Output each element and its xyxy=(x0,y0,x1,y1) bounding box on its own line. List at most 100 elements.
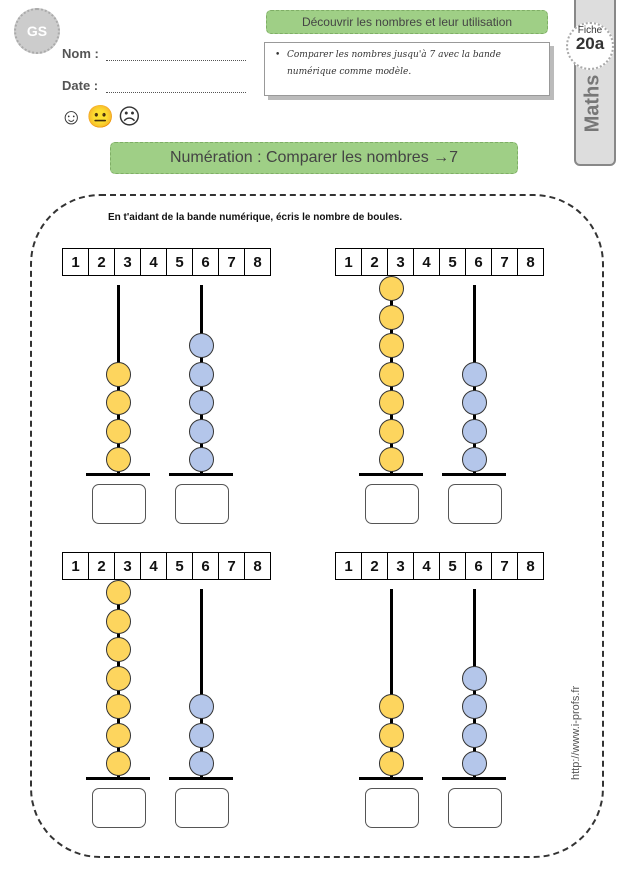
blue-bead xyxy=(189,447,214,472)
yellow-bead xyxy=(106,580,131,605)
blue-bead xyxy=(189,694,214,719)
yellow-bead xyxy=(379,304,404,330)
strip-cell: 7 xyxy=(492,249,518,275)
domain-banner: Découvrir les nombres et leur utilisatio… xyxy=(266,10,548,34)
strip-cell: 6 xyxy=(193,553,219,579)
date-label: Date : xyxy=(62,78,99,93)
strip-cell: 7 xyxy=(219,249,245,275)
blue-bead xyxy=(189,390,214,415)
blue-bead xyxy=(462,751,487,776)
blue-bead xyxy=(462,694,487,719)
subject-label: Maths xyxy=(581,74,604,133)
yellow-bead xyxy=(379,361,404,387)
strip-cell: 2 xyxy=(89,249,115,275)
strip-cell: 6 xyxy=(466,553,492,579)
blue-bead xyxy=(189,751,214,776)
objective-text: Comparer les nombres jusqu'à 7 avec la b… xyxy=(287,50,501,77)
fiche-number: 20a xyxy=(575,34,605,53)
name-field[interactable] xyxy=(106,48,246,61)
strip-cell: 1 xyxy=(336,553,362,579)
name-label: Nom : xyxy=(62,46,99,61)
answer-box[interactable] xyxy=(448,788,502,828)
abacus-base xyxy=(86,473,150,476)
strip-cell: 2 xyxy=(362,249,388,275)
strip-cell: 6 xyxy=(466,249,492,275)
abacus-rod xyxy=(390,589,393,777)
answer-box[interactable] xyxy=(175,788,229,828)
abacus-base xyxy=(359,473,423,476)
strip-cell: 1 xyxy=(63,249,89,275)
answer-box[interactable] xyxy=(175,484,229,524)
strip-cell: 5 xyxy=(440,553,466,579)
strip-cell: 4 xyxy=(141,249,167,275)
answer-box[interactable] xyxy=(448,484,502,524)
date-field[interactable] xyxy=(106,80,246,93)
answer-box[interactable] xyxy=(365,484,419,524)
strip-cell: 3 xyxy=(115,249,141,275)
yellow-bead xyxy=(106,608,131,634)
strip-cell: 1 xyxy=(63,553,89,579)
blue-bead xyxy=(189,722,214,748)
strip-cell: 8 xyxy=(526,253,535,271)
yellow-bead xyxy=(379,751,404,776)
blue-bead xyxy=(462,447,487,472)
abacus-base xyxy=(442,777,506,780)
yellow-bead xyxy=(379,694,404,719)
yellow-bead xyxy=(379,276,404,301)
yellow-bead xyxy=(379,722,404,748)
strip-cell: 8 xyxy=(253,557,262,575)
abacus-base xyxy=(169,777,233,780)
exercise-frame xyxy=(30,194,604,858)
yellow-bead xyxy=(106,722,131,748)
blue-bead xyxy=(462,361,487,387)
abacus-base xyxy=(86,777,150,780)
strip-cell: 7 xyxy=(219,553,245,579)
strip-cell: 5 xyxy=(440,249,466,275)
strip-cell: 4 xyxy=(414,553,440,579)
strip-cell: 4 xyxy=(414,249,440,275)
strip-cell: 2 xyxy=(89,553,115,579)
abacus-base xyxy=(359,777,423,780)
blue-bead xyxy=(462,418,487,444)
blue-bead xyxy=(462,390,487,415)
blue-bead xyxy=(189,333,214,358)
yellow-bead xyxy=(379,447,404,472)
blue-bead xyxy=(462,665,487,691)
blue-bead xyxy=(462,722,487,748)
yellow-bead xyxy=(379,333,404,358)
strip-cell: 6 xyxy=(193,249,219,275)
abacus-rod xyxy=(200,589,203,777)
abacus-base xyxy=(442,473,506,476)
yellow-bead xyxy=(106,361,131,387)
answer-box[interactable] xyxy=(365,788,419,828)
strip-cell: 3 xyxy=(388,553,414,579)
abacus-base xyxy=(169,473,233,476)
level-badge: GS xyxy=(14,8,60,54)
strip-cell: 5 xyxy=(167,553,193,579)
answer-box[interactable] xyxy=(92,788,146,828)
yellow-bead xyxy=(106,665,131,691)
yellow-bead xyxy=(379,390,404,415)
yellow-bead xyxy=(106,637,131,662)
yellow-bead xyxy=(106,751,131,776)
footer-url: http://www.i-profs.fr xyxy=(570,685,582,780)
strip-cell: 3 xyxy=(388,249,414,275)
strip-cell: 7 xyxy=(492,553,518,579)
strip-cell: 3 xyxy=(115,553,141,579)
objective-box: •Comparer les nombres jusqu'à 7 avec la … xyxy=(264,42,550,96)
strip-cell: 8 xyxy=(253,253,262,271)
strip-cell: 5 xyxy=(167,249,193,275)
page-title: Numération : Comparer les nombres →7 xyxy=(110,142,518,174)
answer-box[interactable] xyxy=(92,484,146,524)
fiche-label: Fiche xyxy=(577,25,603,36)
smiley-icons[interactable]: ☺😐☹ xyxy=(60,104,145,129)
strip-cell: 2 xyxy=(362,553,388,579)
strip-cell: 4 xyxy=(141,553,167,579)
yellow-bead xyxy=(106,418,131,444)
blue-bead xyxy=(189,418,214,444)
